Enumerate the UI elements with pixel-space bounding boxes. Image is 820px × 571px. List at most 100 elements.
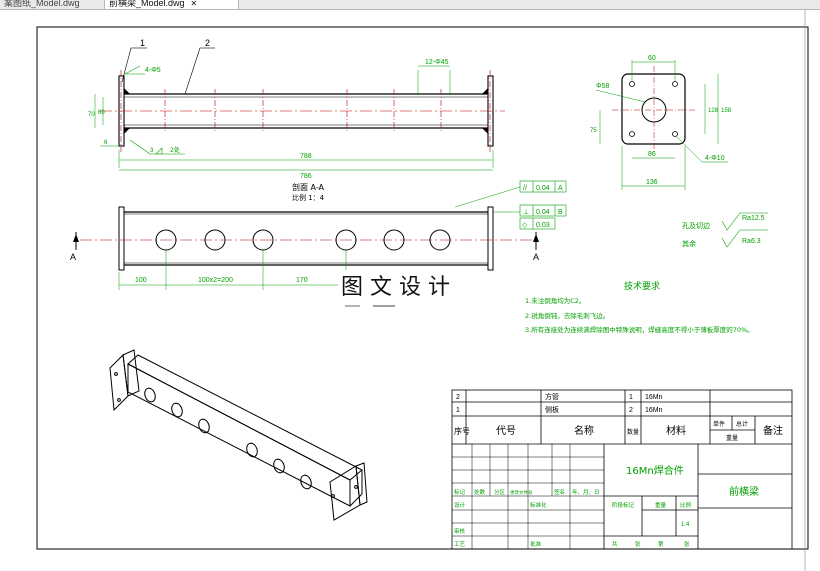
section-dimensions: 100 100x2=200 170 // 0.04 A ⊥ 0.04 B ◇ 0…: [118, 180, 567, 290]
dim-left-height2: 60: [98, 110, 105, 116]
bom-row1-qty: 2: [629, 407, 633, 414]
weld-count: 2处: [170, 146, 180, 154]
section-scale: 比例 1：4: [292, 193, 325, 202]
tol3-value: 0.03: [536, 222, 550, 229]
bom-row1-material: 16Mn: [645, 407, 663, 414]
tb-scale: 比例: [680, 501, 692, 509]
bom-header-single: 单件: [713, 420, 725, 428]
dim-section-1: 100: [135, 277, 147, 284]
tb-weight: 重量: [655, 501, 667, 509]
bom-row2-material: 16Mn: [645, 394, 663, 401]
tb-approve: 批准: [530, 540, 542, 548]
bom-header-remark: 备注: [763, 424, 783, 437]
tb-label-zone: 分区: [494, 488, 506, 496]
tb-label-mark: 标记: [454, 488, 466, 496]
roughness2-value: Ra6.3: [742, 238, 761, 245]
tol2-symbol: ⊥: [523, 208, 529, 216]
tol1-ref: A: [558, 185, 563, 192]
title-material: 16Mn焊合件: [626, 464, 684, 477]
dim-plate-top: 60: [648, 55, 656, 62]
tb-standard: 标准化: [530, 501, 547, 509]
tech-note-2: 2.锐角倒钝，去除毛刺飞边。: [525, 311, 609, 320]
bom-header-total: 总计: [736, 420, 748, 428]
dim-overall-inner: 788: [300, 153, 312, 160]
title-block: 2 方管 1 16Mn 1 侧板 2 16Mn 序号 代号 名称 数量 材料 单…: [451, 389, 793, 550]
dim-section-3: 170: [296, 277, 308, 284]
balloon-2: 2: [205, 38, 210, 48]
tb-process: 工艺: [454, 541, 466, 548]
tol1-value: 0.04: [536, 185, 550, 192]
section-title: 剖面 A-A: [292, 182, 325, 192]
dim-plate-right1: 128: [708, 108, 719, 114]
bom-header-qty: 数量: [627, 428, 639, 436]
tab-model-active[interactable]: 前横梁_Model.dwg ✕: [104, 0, 239, 9]
plate-view: [612, 66, 695, 152]
dim-plate-left: 75: [590, 128, 597, 134]
dim-plate-holes: 4-Φ10: [705, 155, 725, 162]
balloon-1: 1: [140, 38, 145, 48]
isometric-view: [109, 349, 368, 521]
bom-row2-qty: 1: [629, 394, 633, 401]
dim-section-2: 100x2=200: [198, 277, 233, 284]
tb-sheets-total: 共: [612, 540, 618, 548]
title-part-name: 前横梁: [729, 485, 759, 498]
bom-header-material: 材料: [666, 424, 686, 437]
tab-label: 案图纸_Model.dwg: [4, 0, 80, 8]
tb-label-count: 处数: [474, 488, 486, 496]
dim-chamfer: 12-Φ45: [425, 59, 449, 66]
tol2-ref: B: [558, 209, 563, 216]
bom-header-no: 序号: [454, 426, 470, 436]
main-view-dimensions: 4-Φ5 12-Φ45 788 786 70 60 6 3 2处: [88, 59, 494, 180]
section-view: 剖面 A-A 比例 1：4 A A: [70, 182, 540, 271]
drawing-border: [36, 26, 809, 550]
dim-plate-bottom1: 86: [648, 151, 656, 158]
dim-plate-bottom2: 136: [646, 179, 658, 186]
tol1-symbol: //: [523, 185, 527, 192]
roughness-symbols: 孔及切边 Ra12.5 其余 Ra6.3: [682, 212, 768, 248]
watermark-text: 图 文 设 计: [341, 275, 450, 300]
cad-drawing: 1 2 4-Φ5 12-Φ45 788 786 70 60 6 3 2处: [36, 10, 809, 571]
bom-header-code: 代号: [496, 425, 516, 437]
roughness1-label: 孔及切边: [682, 221, 710, 230]
tol2-value: 0.04: [536, 209, 550, 216]
file-tab-bar: 案图纸_Model.dwg 前横梁_Model.dwg ✕: [0, 0, 820, 10]
tech-note-1: 1.未注倒角均为C2。: [525, 296, 585, 305]
watermark: 图 文 设 计: [338, 270, 486, 307]
tb-design: 设计: [454, 501, 466, 509]
tech-note-3: 3.所有连接处为连续满焊除图中特殊说明，焊缝高度不得小于薄板厚度的70%。: [525, 325, 754, 334]
tb-stage: 阶段标记: [612, 501, 635, 509]
bom-row2-name: 方管: [545, 392, 559, 401]
tab-model-inactive[interactable]: 案图纸_Model.dwg: [0, 0, 88, 9]
dim-hole-note: 4-Φ5: [145, 67, 161, 74]
tb-sheet-no: 第: [658, 540, 664, 548]
drawing-canvas[interactable]: 1 2 4-Φ5 12-Φ45 788 786 70 60 6 3 2处: [0, 10, 820, 571]
close-icon[interactable]: ✕: [190, 0, 198, 8]
tb-sheet-end: 张: [684, 540, 690, 548]
plate-dimensions: 60 Φ58 128 158 75 86 136 4-Φ10: [590, 55, 732, 190]
dim-left-height1: 70: [88, 112, 95, 118]
tab-label: 前横梁_Model.dwg: [109, 0, 185, 8]
tb-label-change: 更改文件号: [510, 489, 533, 496]
dim-overall: 786: [300, 173, 312, 180]
dim-plate-right2: 158: [721, 108, 732, 114]
bom-row2-no: 2: [456, 394, 460, 401]
bom-row1-no: 1: [456, 407, 460, 414]
dim-left-small: 6: [104, 140, 108, 146]
tb-review: 审核: [454, 527, 466, 535]
technical-notes: 技术要求 1.未注倒角均为C2。 2.锐角倒钝，去除毛刺飞边。 3.所有连接处为…: [525, 280, 754, 334]
tb-scale-value: 1:4: [681, 522, 690, 528]
tb-label-sign: 签名: [554, 488, 565, 496]
bom-header-name: 名称: [574, 424, 594, 437]
roughness1-value: Ra12.5: [742, 215, 765, 222]
tb-label-date: 年、月、日: [572, 488, 600, 496]
main-front-view: 1 2: [100, 38, 505, 152]
weld-size: 3: [150, 148, 154, 154]
tol3-symbol: ◇: [522, 221, 528, 229]
dim-plate-hole: Φ58: [596, 83, 609, 90]
roughness2-label: 其余: [682, 239, 696, 248]
tb-sheet: 张: [635, 540, 641, 548]
section-arrow-right: A: [533, 252, 539, 262]
tech-title: 技术要求: [624, 280, 660, 292]
section-arrow-left: A: [70, 252, 76, 262]
bom-row1-name: 侧板: [545, 405, 559, 414]
